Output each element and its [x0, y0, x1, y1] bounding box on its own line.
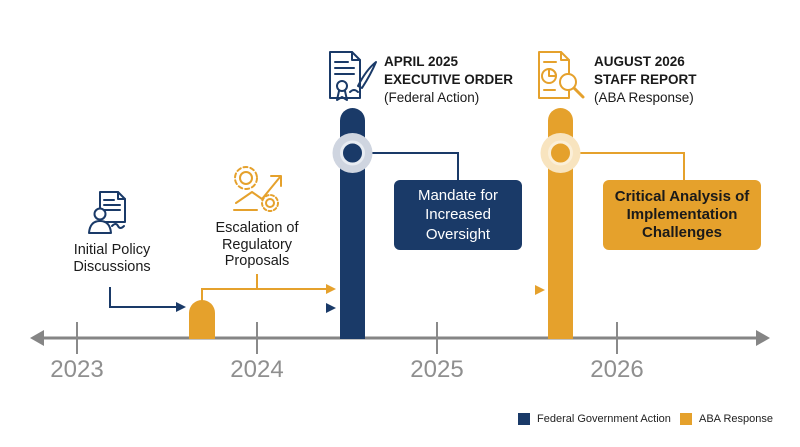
- initial-connector: [109, 287, 178, 308]
- pillars: [189, 108, 581, 339]
- aba-arrowhead-2-icon: [535, 285, 545, 295]
- escalation-label: Escalation of Regulatory Proposals: [215, 220, 299, 270]
- mandate-text: Mandate for Increased Oversight: [417, 186, 499, 243]
- report-magnifier-icon: [538, 51, 585, 99]
- legend-federal-label: Federal Government Action: [537, 413, 671, 425]
- executive-order-date: APRIL 2025: [384, 54, 459, 69]
- gears-trend-arrow-icon: [233, 166, 282, 212]
- eo-connector: [366, 152, 459, 180]
- staff-report-subtitle: (ABA Response): [594, 89, 694, 105]
- initial-policy-label: Initial Policy Discussions: [73, 242, 151, 275]
- initial-arrowhead-icon: [176, 302, 186, 312]
- legend-aba: ABA Response: [680, 411, 773, 427]
- year-label-2025: 2025: [410, 356, 464, 383]
- federal-arrowhead-icon: [326, 303, 336, 313]
- connectors: [109, 152, 685, 313]
- mandate-box: Mandate for Increased Oversight: [394, 180, 522, 250]
- staff-report-title: STAFF REPORT: [594, 71, 697, 87]
- year-label-2026: 2026: [590, 356, 644, 383]
- year-label-2024: 2024: [230, 356, 284, 383]
- signed-certificate-icon: [329, 51, 377, 101]
- timeline-axis: [30, 322, 770, 354]
- axis-right-arrow-icon: [756, 330, 770, 346]
- critical-analysis-box: Critical Analysis of Implementation Chal…: [603, 180, 761, 250]
- aba-arrowhead-1-icon: [326, 284, 336, 294]
- legend-aba-swatch: [680, 413, 692, 425]
- staff-report-date: AUGUST 2026: [594, 54, 685, 69]
- axis-left-arrow-icon: [30, 330, 44, 346]
- legend-federal: Federal Government Action: [518, 411, 671, 427]
- executive-order-subtitle: (Federal Action): [384, 89, 480, 105]
- report-connector: [575, 152, 685, 180]
- executive-order-heading: APRIL 2025 EXECUTIVE ORDER (Federal Acti…: [384, 53, 524, 106]
- executive-order-title: EXECUTIVE ORDER: [384, 71, 514, 87]
- critical-analysis-text: Critical Analysis of Implementation Chal…: [614, 188, 750, 241]
- aba-node: [548, 140, 573, 166]
- document-person-icon: [88, 191, 126, 234]
- aba-arrow-1: [201, 288, 328, 303]
- staff-report-heading: AUGUST 2026 STAFF REPORT (ABA Response): [594, 53, 734, 106]
- legend-aba-label: ABA Response: [699, 413, 773, 425]
- year-label-2023: 2023: [50, 356, 104, 383]
- federal-node: [340, 140, 365, 166]
- legend-federal-swatch: [518, 413, 530, 425]
